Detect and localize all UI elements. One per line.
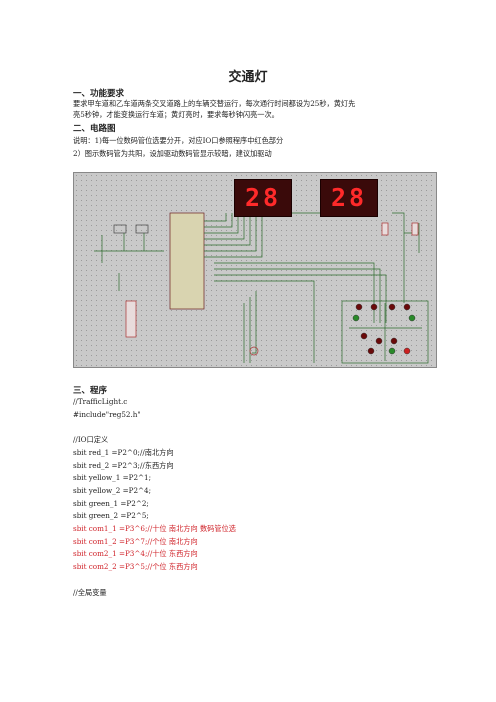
section-heading-requirements: 一、功能要求 — [73, 89, 125, 99]
code-line: sbit red_1 =P2^0;//南北方向 — [73, 447, 174, 457]
code-line: sbit yellow_1 =P2^1; — [73, 473, 152, 483]
code-line: sbit red_2 =P2^3;//东西方向 — [73, 460, 174, 470]
code-line: sbit com2_2 =P3^5;//个位 东西方向 — [73, 562, 198, 572]
section-heading-circuit: 二、电路图 — [73, 124, 116, 134]
circuit-note-1: 说明：1)每一位数码管位选要分开，对应IO口参照程序中红色部分 — [73, 136, 284, 145]
requirements-line-2: 亮5秒钟，才能变换运行车道；黄灯亮时，要求每秒钟闪亮一次。 — [73, 110, 279, 119]
code-line: sbit com1_2 =P3^7;//个位 南北方向 — [73, 536, 198, 546]
requirements-line-1: 要求甲车道和乙车道两条交叉道路上的车辆交替运行，每次通行时间都设为25秒，黄灯先 — [73, 99, 356, 108]
code-line: sbit yellow_2 =P2^4; — [73, 485, 152, 495]
circuit-wiring — [94, 197, 429, 364]
code-line: sbit green_1 =P2^2; — [73, 498, 149, 508]
section-heading-program: 三、程序 — [73, 386, 108, 396]
code-line: //TrafficLight.c — [73, 397, 128, 406]
circuit-note-2: 2）图示数码管为共阳，设加驱动数码管显示较暗，建议加驱动 — [73, 149, 272, 158]
page-title: 交通灯 — [228, 70, 268, 85]
code-line: //IO口定义 — [73, 435, 109, 445]
code-line: sbit com2_1 =P3^4;//十位 东西方向 — [73, 549, 198, 559]
code-line: sbit green_2 =P2^5; — [73, 511, 149, 521]
seven-segment-display-north-south: 28 — [234, 179, 292, 217]
code-line: sbit com1_1 =P3^6;//十位 南北方向 数码管位选 — [73, 524, 236, 533]
circuit-diagram: 28 28 — [73, 172, 437, 368]
seven-segment-display-east-west: 28 — [320, 179, 378, 217]
code-line: //全局变量 — [73, 587, 107, 597]
code-line: #include"reg52.h" — [73, 409, 141, 419]
